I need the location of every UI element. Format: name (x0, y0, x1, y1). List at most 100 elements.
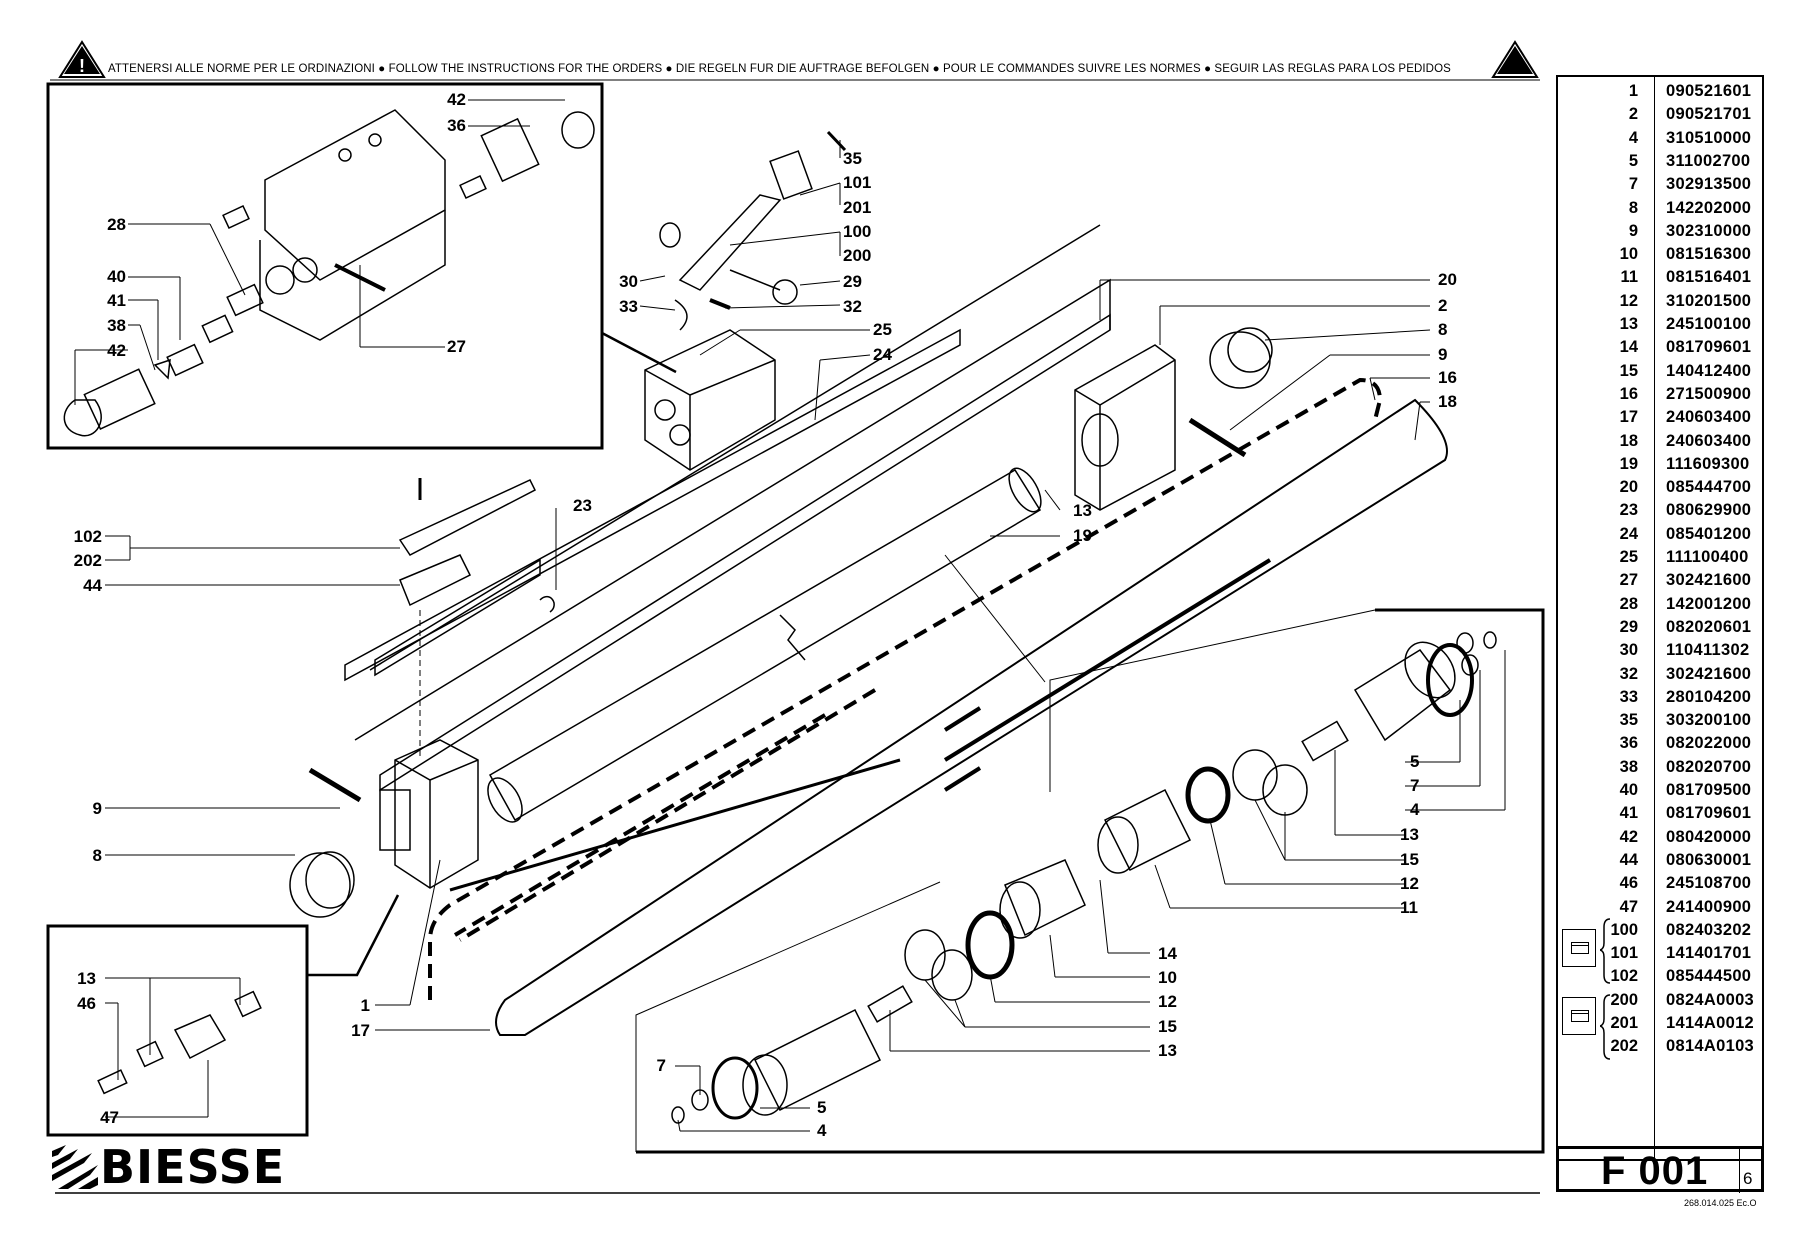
part-position: 12 (1619, 291, 1638, 310)
part-code: 090521701 (1666, 105, 1752, 124)
part-code: 280104200 (1666, 687, 1752, 706)
part-code: 245108700 (1666, 874, 1752, 893)
callout-33: 33 (619, 297, 638, 316)
callout-35: 35 (843, 149, 862, 168)
part-position: 29 (1619, 617, 1638, 636)
warning-triangle-right-icon (1491, 40, 1539, 78)
callout-27: 27 (447, 337, 466, 356)
part-position: 20 (1619, 478, 1638, 497)
part-position: 5 (1628, 151, 1638, 170)
part-code: 085401200 (1666, 524, 1752, 543)
callout-4: 4 (1410, 800, 1420, 819)
callout-13: 13 (1073, 501, 1092, 520)
callout-40: 40 (107, 267, 126, 286)
biesse-logo-icon (52, 1145, 98, 1189)
callout-7: 7 (1410, 776, 1420, 795)
callout-23: 23 (573, 496, 592, 515)
part-position: 30 (1619, 641, 1638, 660)
part-position: 8 (1628, 198, 1638, 217)
part-position: 202 (1610, 1037, 1638, 1056)
callout-5: 5 (1410, 752, 1420, 771)
part-position: 100 (1610, 920, 1638, 939)
callout-24: 24 (873, 345, 892, 364)
callout-202: 202 (73, 551, 102, 570)
parts-list-divider (1654, 77, 1655, 1159)
part-code: 082020700 (1666, 757, 1752, 776)
part-position: 201 (1610, 1014, 1638, 1032)
part-position: 10 (1619, 245, 1638, 264)
page-code: F 001 (1601, 1149, 1709, 1193)
part-position: 40 (1619, 781, 1638, 799)
part-position: 15 (1619, 361, 1638, 380)
parts-list-row: 47 241400900 (1558, 896, 1766, 919)
callout-100: 100 (843, 222, 872, 241)
callout-12b: 12 (1158, 992, 1177, 1011)
callout-10: 10 (1158, 968, 1177, 987)
part-position: 36 (1619, 734, 1638, 753)
part-code: 090521601 (1666, 82, 1752, 100)
page-code-box: F 001 6 (1556, 1146, 1764, 1193)
brand-name: BIESSE (100, 1140, 286, 1194)
callout-8b: 8 (92, 846, 102, 865)
part-code: 111100400 (1666, 548, 1749, 566)
part-position: 23 (1619, 501, 1638, 520)
part-code: 302310000 (1666, 221, 1752, 240)
part-position: 2 (1628, 105, 1638, 124)
part-position: 27 (1619, 571, 1638, 590)
part-code: 080629900 (1666, 501, 1752, 520)
callout-201: 201 (843, 198, 872, 217)
part-code: 310510000 (1666, 128, 1752, 147)
callout-20: 20 (1438, 270, 1457, 289)
part-position: 47 (1619, 897, 1638, 916)
parts-list-row: 29 082020601 (1558, 616, 1766, 639)
callout-25: 25 (873, 320, 892, 339)
callout-101: 101 (843, 173, 872, 192)
callout-5b: 5 (817, 1098, 827, 1117)
part-code: 085444700 (1666, 478, 1752, 497)
detail-frame-bottom-left (46, 924, 309, 1137)
part-code: 140412400 (1666, 361, 1752, 380)
callout-200: 200 (843, 246, 872, 265)
callout-18: 18 (1438, 392, 1457, 411)
part-position: 18 (1619, 431, 1638, 450)
part-position: 33 (1619, 687, 1638, 706)
parts-list-row: 5 311002700 (1558, 150, 1766, 173)
part-position: 35 (1619, 711, 1638, 730)
part-position: 200 (1610, 990, 1638, 1009)
callout-9b: 9 (92, 799, 102, 818)
part-code: 082020601 (1666, 617, 1752, 636)
sheet-number: 6 (1743, 1169, 1753, 1188)
callout-30: 30 (619, 272, 638, 291)
callout-47: 47 (100, 1108, 119, 1127)
callout-8: 8 (1438, 320, 1448, 339)
part-code: 311002700 (1666, 151, 1751, 170)
part-code: 081709601 (1666, 804, 1752, 823)
part-position: 4 (1628, 128, 1638, 147)
part-code: 302913500 (1666, 175, 1752, 194)
part-position: 7 (1628, 175, 1638, 194)
callout-13c: 13 (1400, 825, 1419, 844)
part-code: 111609300 (1666, 454, 1750, 473)
part-code: 241400900 (1666, 897, 1752, 916)
callout-19: 19 (1073, 526, 1092, 545)
part-position: 24 (1619, 524, 1638, 543)
part-position: 14 (1619, 338, 1638, 357)
callout-44: 44 (83, 576, 102, 595)
